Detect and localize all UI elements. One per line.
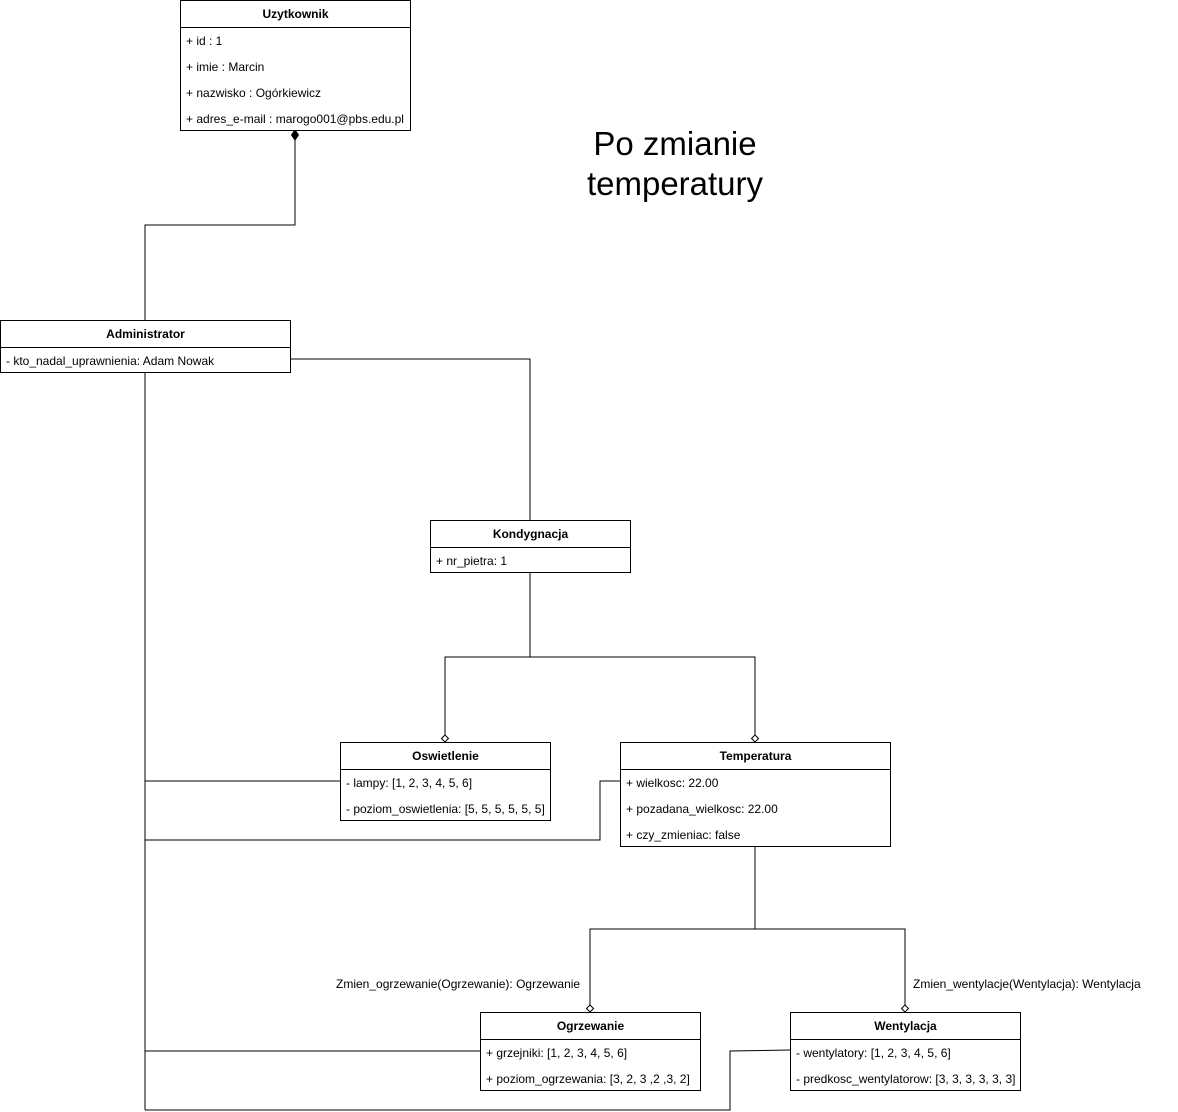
aggregation-kondygnacja-oswietlenie (444, 656, 530, 735)
class-kondygnacja[interactable]: Kondygnacja + nr_pietra: 1 (430, 520, 631, 573)
aggregation-diamond-icon (750, 734, 760, 743)
class-name: Uzytkownik (181, 1, 410, 28)
composition-diamond-icon (290, 129, 300, 141)
title-line: Po zmianie (593, 125, 757, 162)
class-attribute: - lampy: [1, 2, 3, 4, 5, 6] (346, 776, 473, 790)
class-attribute: + nr_pietra: 1 (436, 554, 508, 568)
title-line: temperatury (586, 165, 764, 202)
class-attribute: + grzejniki: [1, 2, 3, 4, 5, 6] (486, 1046, 628, 1060)
class-attribute: + imie : Marcin (186, 60, 265, 74)
class-attribute: + id : 1 (186, 34, 223, 48)
association-administrator-temperatura (145, 780, 620, 841)
class-attribute: + nazwisko : Ogórkiewicz (186, 86, 322, 100)
class-name: Temperatura (621, 743, 890, 770)
class-oswietlenie[interactable]: Oswietlenie - lampy: [1, 2, 3, 4, 5, 6] … (340, 742, 551, 821)
edge-label-ogrzewanie: Zmien_ogrzewanie(Ogrzewanie): Ogrzewanie (336, 977, 581, 991)
aggregation-diamond-icon (440, 734, 450, 743)
class-administrator[interactable]: Administrator - kto_nadal_uprawnienia: A… (0, 320, 291, 373)
class-name: Kondygnacja (431, 521, 630, 548)
class-attribute: - predkosc_wentylatorow: [3, 3, 3, 3, 3,… (796, 1072, 1016, 1086)
class-uzytkownik[interactable]: Uzytkownik + id : 1 + imie : Marcin + na… (180, 0, 411, 131)
diagram-title: Po zmianie temperatury (560, 124, 790, 204)
class-name: Wentylacja (791, 1013, 1020, 1040)
aggregation-temperatura-wentylacja (755, 928, 906, 1005)
class-wentylacja[interactable]: Wentylacja - wentylatory: [1, 2, 3, 4, 5… (790, 1012, 1021, 1091)
class-attribute: - poziom_oswietlenia: [5, 5, 5, 5, 5, 5] (346, 802, 545, 816)
edge-label-wentylacja: Zmien_wentylacje(Wentylacja): Wentylacja (913, 977, 1141, 991)
class-name: Oswietlenie (341, 743, 550, 770)
class-ogrzewanie[interactable]: Ogrzewanie + grzejniki: [1, 2, 3, 4, 5, … (480, 1012, 701, 1091)
association-administrator-kondygnacja (290, 358, 531, 520)
class-attribute: + czy_zmieniac: false (626, 828, 741, 842)
composition-uzytkownik-administrator (144, 140, 296, 320)
aggregation-temperatura-ogrzewanie (589, 928, 755, 1005)
class-attribute: + adres_e-mail : marogo001@pbs.edu.pl (186, 112, 404, 126)
class-temperatura[interactable]: Temperatura + wielkosc: 22.00 + pozadana… (620, 742, 891, 847)
class-attribute: + wielkosc: 22.00 (626, 776, 719, 790)
class-attribute: + poziom_ogrzewania: [3, 2, 3 ,2 ,3, 2] (486, 1072, 690, 1086)
aggregation-kondygnacja-temperatura (530, 656, 756, 735)
class-attribute: - kto_nadal_uprawnienia: Adam Nowak (6, 354, 215, 368)
aggregation-diamond-icon (900, 1004, 910, 1013)
class-name: Administrator (1, 321, 290, 348)
class-attribute: - wentylatory: [1, 2, 3, 4, 5, 6] (796, 1046, 951, 1060)
class-attribute: + pozadana_wielkosc: 22.00 (626, 802, 778, 816)
class-name: Ogrzewanie (481, 1013, 700, 1040)
aggregation-diamond-icon (585, 1004, 595, 1013)
association-administrator-wentylacja (145, 1049, 791, 1111)
